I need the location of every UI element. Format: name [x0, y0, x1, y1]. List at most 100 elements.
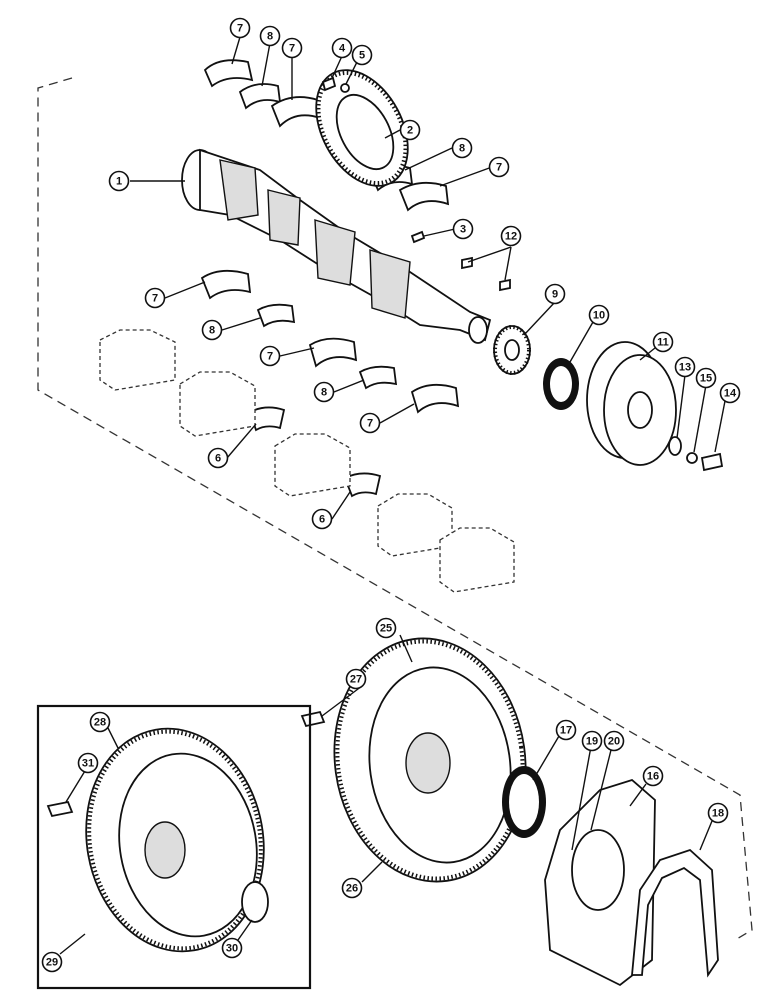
- callout-circle: [259, 345, 281, 367]
- callout-circle: [89, 711, 111, 733]
- callout-number: 14: [724, 388, 737, 400]
- callout-number: 7: [267, 351, 273, 363]
- callout-number: 7: [367, 418, 373, 430]
- callout-c8b: 8: [451, 137, 473, 159]
- alternate-flywheel-inset: [36, 704, 312, 990]
- bearing-shell-right-7: [398, 181, 450, 212]
- callout-c19: 19: [581, 730, 603, 752]
- callout-circle: [707, 802, 729, 824]
- lock-washer: [686, 452, 698, 464]
- callout-number: 6: [215, 453, 221, 465]
- callout-circle: [581, 730, 603, 752]
- callout-c16: 16: [642, 765, 664, 787]
- callout-circle: [603, 730, 625, 752]
- assembly-boundary-line: [37, 77, 753, 941]
- callout-circle: [500, 225, 522, 247]
- callout-circle: [229, 17, 251, 39]
- lower-bearing-shells: [200, 269, 460, 498]
- callout-c1: 1: [108, 170, 130, 192]
- callout-circle: [588, 304, 610, 326]
- callout-c20: 20: [603, 730, 625, 752]
- callout-circle: [452, 218, 474, 240]
- callout-c26: 26: [341, 877, 363, 899]
- callout-circle: [281, 37, 303, 59]
- callout-circle: [313, 381, 335, 403]
- callout-number: 8: [321, 387, 327, 399]
- flywheel: [333, 637, 527, 883]
- callout-number: 9: [552, 289, 558, 301]
- flywheel-bolt: [300, 710, 326, 728]
- callout-number: 12: [505, 231, 517, 243]
- callout-c30: 30: [221, 937, 243, 959]
- callout-c9: 9: [544, 283, 566, 305]
- crankshaft: [181, 148, 492, 344]
- callout-c8c: 8: [201, 319, 223, 341]
- gear-bolt: [321, 76, 337, 92]
- callout-circle: [544, 283, 566, 305]
- callout-c13: 13: [674, 356, 696, 378]
- main-bearing-upper-shell: [203, 59, 254, 88]
- callout-number: 2: [407, 125, 413, 137]
- main-bearing-caps: [99, 329, 515, 593]
- rear-oil-seal: [502, 766, 546, 838]
- alternate-flywheel: [85, 727, 265, 953]
- callout-c10: 10: [588, 304, 610, 326]
- callout-number: 13: [679, 362, 691, 374]
- callout-number: 27: [350, 674, 362, 686]
- damper-bolt: [700, 452, 724, 472]
- callout-circle: [674, 356, 696, 378]
- callout-number: 20: [608, 736, 620, 748]
- callout-c6a: 6: [207, 447, 229, 469]
- callout-number: 28: [94, 717, 106, 729]
- callout-number: 11: [657, 337, 669, 349]
- callout-c7b: 7: [281, 37, 303, 59]
- callout-number: 6: [319, 514, 325, 526]
- callout-number: 7: [152, 293, 158, 305]
- callout-number: 19: [586, 736, 598, 748]
- gear-washer: [340, 83, 350, 93]
- callout-circle: [201, 319, 223, 341]
- callout-c6b: 6: [311, 508, 333, 530]
- callout-number: 3: [460, 224, 466, 236]
- callout-circle: [331, 37, 353, 59]
- callout-c11: 11: [652, 331, 674, 353]
- callout-number: 16: [647, 771, 659, 783]
- callout-circle: [259, 25, 281, 47]
- callout-c7e: 7: [259, 345, 281, 367]
- callout-number: 18: [712, 808, 724, 820]
- damper-washer: [668, 436, 682, 456]
- callout-circle: [341, 877, 363, 899]
- callout-c12: 12: [500, 225, 522, 247]
- callout-c7d: 7: [144, 287, 166, 309]
- callout-number: 29: [46, 957, 58, 969]
- main-bearing-upper-shell-2: [270, 96, 322, 128]
- woodruff-keys: [461, 256, 511, 292]
- callout-number: 26: [346, 883, 358, 895]
- callout-c8a: 8: [259, 25, 281, 47]
- callout-circle: [642, 765, 664, 787]
- callout-c5: 5: [351, 44, 373, 66]
- callout-number: 8: [209, 325, 215, 337]
- callout-circle: [359, 412, 381, 434]
- callout-number: 4: [339, 43, 346, 55]
- callout-c4: 4: [331, 37, 353, 59]
- callout-number: 1: [116, 176, 122, 188]
- dowel-pin: [410, 230, 426, 244]
- callout-circle: [108, 170, 130, 192]
- callout-circle: [695, 367, 717, 389]
- callout-number: 30: [226, 943, 238, 955]
- callout-circle: [41, 951, 63, 973]
- callout-c27: 27: [345, 668, 367, 690]
- callout-c2: 2: [399, 119, 421, 141]
- crank-sprocket: [493, 325, 531, 375]
- callout-c18: 18: [707, 802, 729, 824]
- callout-number: 7: [237, 23, 243, 35]
- pilot-bearing-ring: [241, 881, 269, 923]
- callout-number: 8: [459, 143, 465, 155]
- callout-c15: 15: [695, 367, 717, 389]
- callout-c7f: 7: [359, 412, 381, 434]
- callout-number: 17: [560, 725, 572, 737]
- front-oil-seal: [543, 358, 579, 410]
